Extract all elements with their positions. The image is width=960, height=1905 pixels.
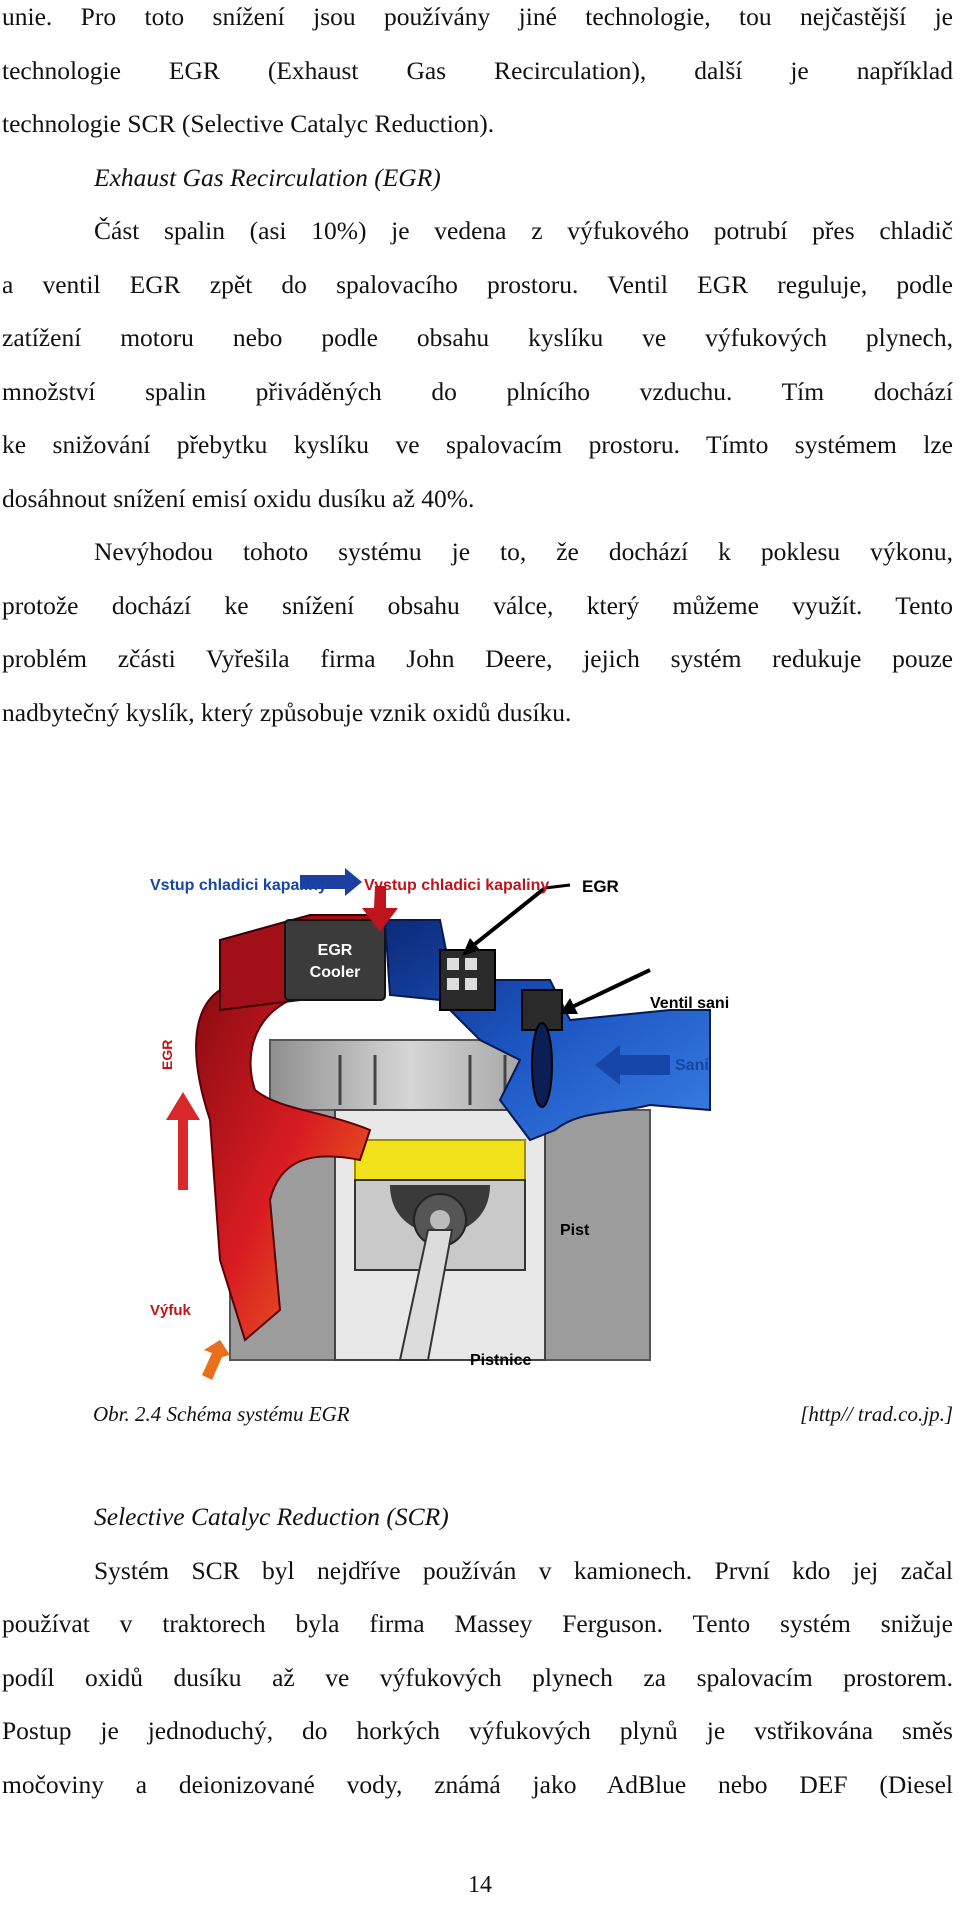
coolant-in-arrow	[300, 868, 362, 896]
body-text-top: unie. Pro toto snížení jsou používány ji…	[2, 0, 953, 739]
coolant-out-arrow	[362, 886, 398, 932]
egr-valve	[439, 949, 496, 1011]
body-line: technologie SCR (Selective Catalyc Reduc…	[2, 109, 495, 138]
egr-flow-arrow	[166, 1092, 200, 1190]
flow-arrows	[166, 868, 670, 1380]
figure-source: [http// trad.co.jp.]	[800, 1402, 953, 1426]
exhaust-manifold	[195, 988, 372, 1342]
scr-paragraph-line: močoviny a deionizované vody, známá jako…	[2, 1769, 953, 1799]
combustion-chamber	[354, 1139, 526, 1181]
disadvantage-line: Nevýhodou tohoto systému je to, že dochá…	[94, 537, 953, 566]
scr-heading: Selective Catalyc Reduction (SCR)	[94, 1502, 449, 1531]
egr-paragraph-line: Část spalin (asi 10%) je vedena z výfuko…	[94, 216, 953, 245]
connecting-rod	[398, 1229, 454, 1361]
connecting-rod-label: Pistnice	[470, 1352, 531, 1369]
exhaust-label: Výfuk	[150, 1302, 192, 1319]
egr-heading: Exhaust Gas Recirculation (EGR)	[94, 162, 441, 192]
coolant-in-label: Vstup chladici kapaliny	[150, 877, 327, 894]
scr-paragraph-line: podíl oxidů dusíku až ve výfukových plyn…	[2, 1662, 953, 1692]
body-line: unie. Pro toto snížení jsou používány ji…	[2, 2, 953, 31]
egr-label: EGR	[582, 877, 619, 896]
disadvantage-line: protože dochází ke snížení obsahu válce,…	[2, 590, 953, 620]
egr-schematic-figure: EGR Cooler	[150, 860, 810, 1380]
intake-arrow	[595, 1045, 670, 1085]
scr-paragraph-line: používat v traktorech byla firma Massey …	[2, 1609, 953, 1638]
egr-paragraph-line: dosáhnout snížení emisí oxidu dusíku až …	[2, 483, 475, 513]
figure-caption-text: Obr. 2.4 Schéma systému EGR	[93, 1402, 350, 1426]
egr-vertical-label: EGR	[159, 1040, 175, 1070]
body-text-scr: Selective Catalyc Reduction (SCR) Systém…	[2, 1490, 953, 1811]
intake-valve-label: Ventil sani	[650, 995, 729, 1012]
intake-label: Sani	[675, 1057, 709, 1074]
egr-paragraph-line: množství spalin přiváděných do plnícího …	[2, 376, 953, 406]
coolant-out-label: Vystup chladici kapaliny	[364, 877, 549, 894]
egr-paragraph-line: ke snižování přebytku kyslíku ve spalova…	[2, 430, 953, 459]
egr-cooler-label-line2: Cooler	[310, 964, 361, 981]
page-number: 14	[468, 1872, 492, 1898]
egr-paragraph-line: a ventil EGR zpět do spalovacího prostor…	[2, 269, 953, 299]
exhaust-arrow	[202, 1340, 230, 1380]
egr-paragraph-line: zatížení motoru nebo podle obsahu kyslík…	[2, 323, 953, 352]
egr-schematic-image: EGR Cooler	[150, 868, 729, 1380]
disadvantage-line: nadbytečný kyslík, který způsobuje vznik…	[2, 697, 572, 727]
body-line: technologie EGR (Exhaust Gas Recirculati…	[2, 55, 953, 85]
scr-paragraph-line: Systém SCR byl nejdříve používán v kamio…	[94, 1555, 953, 1585]
intake-valve	[521, 989, 563, 1108]
egr-cooler: EGR Cooler	[219, 914, 386, 1012]
disadvantage-line: problém zčásti Vyřešila firma John Deere…	[2, 644, 953, 673]
scr-paragraph-line: Postup je jednoduchý, do horkých výfukov…	[2, 1716, 953, 1745]
egr-cooler-label-line1: EGR	[318, 942, 353, 959]
piston-label: Pist	[560, 1222, 590, 1239]
